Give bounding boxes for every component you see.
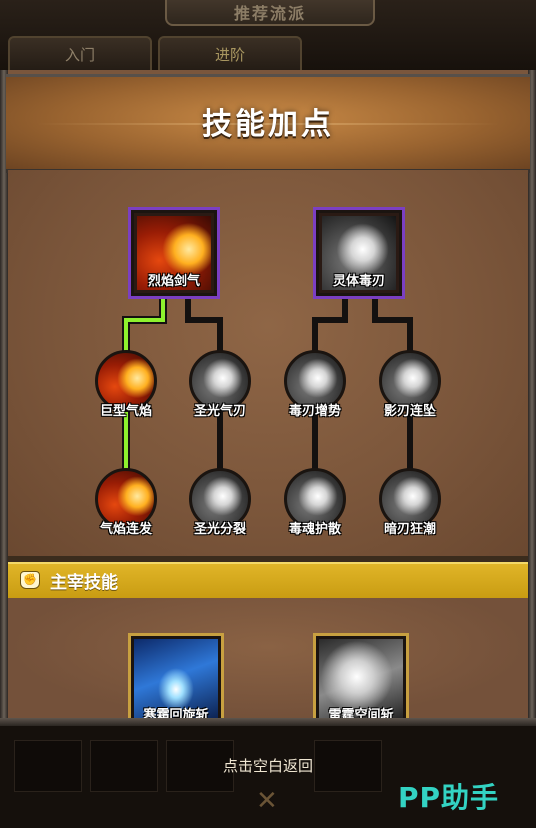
master-skill-bar [8,562,528,600]
skill-label: 毒刃增势 [288,404,341,419]
dark-blades-icon[interactable] [379,468,441,530]
panel-title: 技能加点 [202,107,334,142]
background-tab-beginner[interactable]: 入门 [8,36,152,74]
background-slot [314,740,382,792]
skill-root-spirit-blade[interactable]: 灵体毒刃 [313,207,405,299]
tap-blank-to-return-hint[interactable]: 点击空白返回 [222,757,313,775]
fire-burst-icon[interactable] [95,468,157,530]
background-tab-advanced[interactable]: 进阶 [158,36,302,74]
skill-label: 烈焰剑气 [147,274,200,289]
header-ornament [36,123,500,125]
panel-frame-right [528,70,536,730]
skill-label: 圣光气刃 [193,404,246,419]
master-skill-area [8,598,528,720]
fist-icon: ✊ [20,571,40,589]
light-split-icon[interactable] [189,468,251,530]
skill-tree-area [8,170,528,558]
skill-label: 暗刃狂潮 [383,522,436,537]
background-slot [14,740,82,792]
background-title: 推荐流派 [233,4,306,23]
flame-sword-icon [137,216,211,290]
background-slot [90,740,158,792]
skill-label: 毒魂护散 [288,522,341,537]
watermark-logo: PP助手 [398,781,500,814]
spirit-blade-icon [322,216,396,290]
skill-label: 影刃连坠 [383,404,436,419]
fire-swirl-icon[interactable] [95,350,157,412]
bottom-bar[interactable] [0,722,536,828]
master-skill-title: 主宰技能 [50,573,118,593]
panel-header: 技能加点 [6,74,530,173]
skill-label: 灵体毒刃 [332,274,385,289]
panel-frame-left [0,70,8,730]
section-divider [8,556,528,562]
panel-frame-bottom [0,718,536,726]
poison-soul-icon[interactable] [284,468,346,530]
master-skill-thunder-slash[interactable]: 雷霆空间斩 [313,633,409,729]
poison-blade-icon[interactable] [284,350,346,412]
shadow-blades-icon[interactable] [379,350,441,412]
background-slot [166,740,234,792]
master-skill-frost-vortex[interactable]: 寒霜回旋斩 [128,633,224,729]
light-wave-icon[interactable] [189,350,251,412]
skill-label: 圣光分裂 [193,522,246,537]
skill-label: 气焰连发 [99,522,152,537]
skill-root-flame-sword[interactable]: 烈焰剑气 [128,207,220,299]
skill-label: 巨型气焰 [99,404,152,419]
background-title-plate: 推荐流派 [165,0,375,26]
close-icon[interactable]: ✕ [256,786,278,816]
